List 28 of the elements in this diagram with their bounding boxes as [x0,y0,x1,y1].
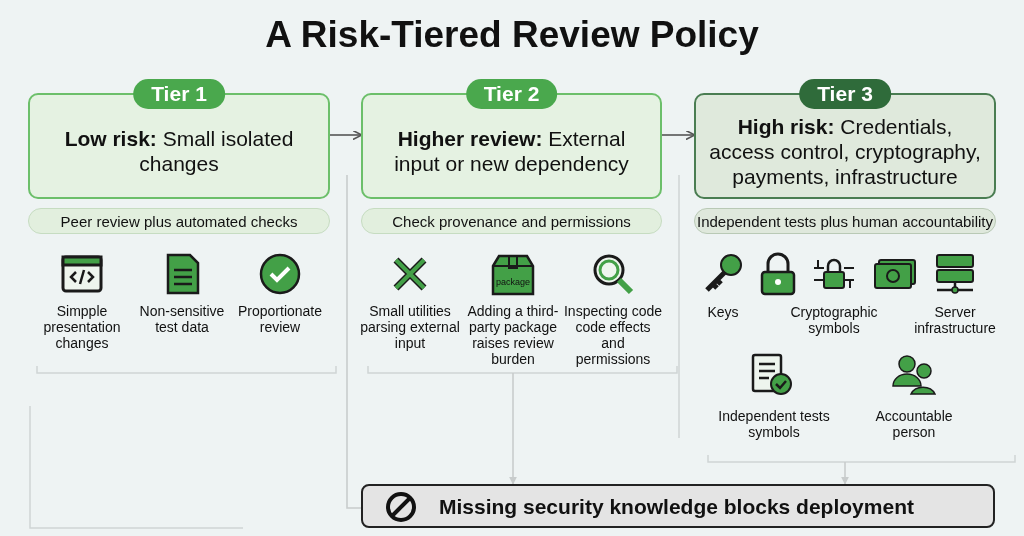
arrow [329,129,363,141]
arrow [509,372,517,485]
icon-caption: Server infrastructure [913,304,997,336]
icon-caption: Simpple presentation changes [42,303,122,351]
icon-caption: Independent tests symbols [717,408,831,440]
review-band: Independent tests plus human accountability [694,208,996,234]
tier-description: Higher review: External input or new dependency [393,126,630,176]
icon-caption: Inspecting code code effects and permissions [563,303,663,367]
tier-badge: Tier 3 [799,79,891,109]
banner-text: Missing security knowledge blocks deployment [439,495,914,519]
arrow [661,129,696,141]
tier-description: High risk: Credentials, access control, cryptography, payments, infrastructure [708,113,982,189]
icon-caption: Accountable person [874,408,954,440]
icon-caption: Adding a third- party package raises review burden [466,303,560,367]
tier-badge: Tier 1 [133,79,225,109]
title: A Risk-Tiered Review Policy [264,14,760,56]
icon-caption: Proportionate review [236,303,324,335]
tier-description: Low risk: Small isolated changes [63,126,295,176]
icon-caption: Small utilities parsing external input [360,303,460,351]
review-band: Peer review plus automated checks [28,208,330,234]
icon-caption: Non-sensitive test data [138,303,226,335]
tier-badge: Tier 2 [465,79,558,109]
icon-caption: Keys [706,304,740,320]
review-band: Check provenance and permissions [361,208,662,234]
arrow [841,461,849,485]
package-text: package [495,276,531,288]
icon-caption: Cryptographic symbols [789,304,879,336]
blocking-banner [361,484,995,528]
